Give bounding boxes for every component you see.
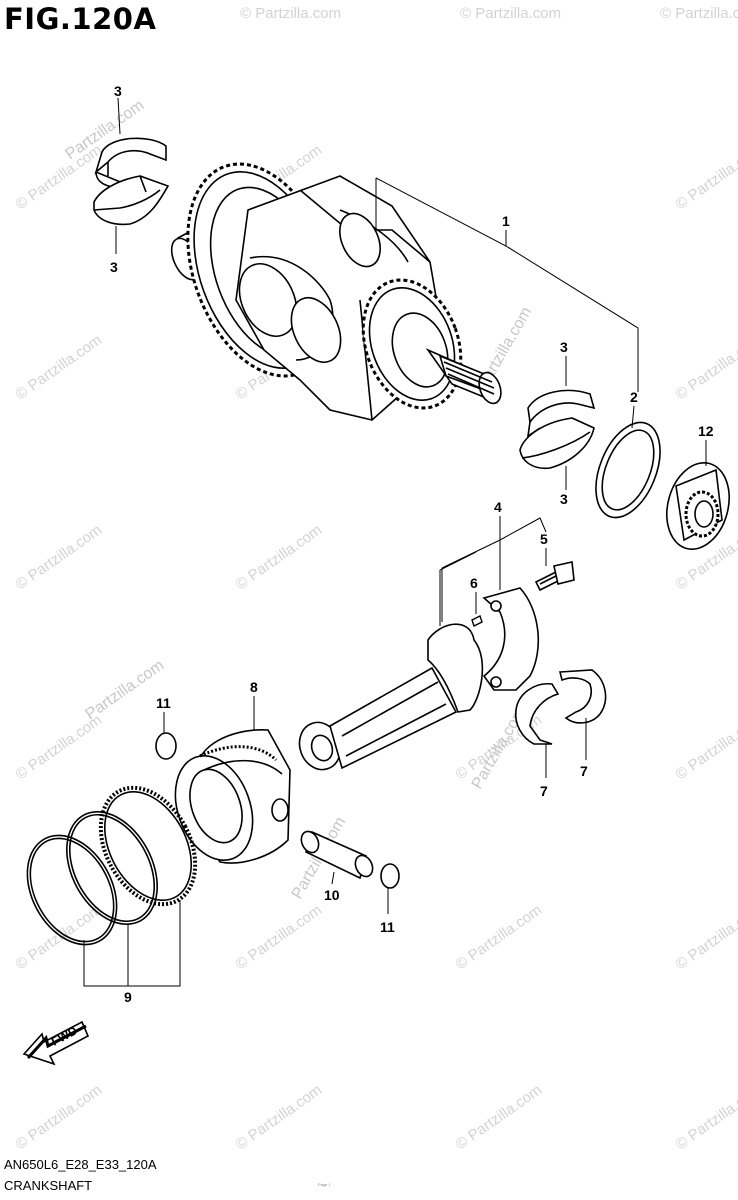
figure-name: CRANKSHAFT [4,1178,93,1193]
callout-5: 5 [540,531,548,547]
circlip-lower [380,863,400,889]
thrust-washer [595,421,661,519]
watermark: © Partzilla.com [13,901,106,973]
watermark: © Partzilla.com [240,5,341,22]
watermark: © Partzilla.com [660,5,738,22]
piston-pin [300,830,374,880]
watermark: © Partzilla.com [673,711,738,783]
connecting-rod [298,551,484,771]
watermark: © Partzilla.com [233,1081,326,1153]
circlip-upper [155,732,177,760]
fwd-arrow: FWD [22,1020,90,1066]
callout-6: 6 [470,575,478,591]
callout-2: 2 [630,389,638,405]
callout-12: 12 [698,423,714,439]
watermark: © Partzilla.com [673,141,738,213]
watermark: © Partzilla.com [453,1081,546,1153]
rod-bearing-left [514,683,560,745]
callout-1: 1 [502,213,510,229]
rod-bolt [534,561,575,592]
callout-9: 9 [124,989,132,1005]
piston-rings [26,785,198,946]
watermark: © Partzilla.com [673,1081,738,1153]
connecting-rod-cap [482,587,540,691]
splined-gear [666,461,730,551]
fine-print: Page 1 [318,1182,331,1187]
callout-3: 3 [114,83,122,99]
figure-code: AN650L6_E28_E33_120A [4,1157,157,1172]
callout-7: 7 [580,763,588,779]
callout-7: 7 [540,783,548,799]
callout-11: 11 [156,695,171,711]
piston [174,729,291,864]
callout-3: 3 [560,339,568,355]
watermark: © Partzilla.com [13,141,106,213]
watermark: © Partzilla.com [13,331,106,403]
watermark: © Partzilla.com [673,331,738,403]
crankshaft [170,162,502,421]
leader-lines [83,97,707,987]
callout-numbers: 3 3 1 3 2 12 3 4 5 6 8 11 7 7 10 11 9 [110,83,714,1005]
callout-3: 3 [560,491,568,507]
watermark: Partzilla.com [83,657,168,723]
rod-bearing-right [558,669,607,724]
callout-8: 8 [250,679,258,695]
watermark: © Partzilla.com [460,5,561,22]
crank-bearing-right-lower [519,417,595,470]
watermark: © Partzilla.com [13,521,106,593]
watermark-layer: © Partzilla.com © Partzilla.com © Partzi… [13,5,738,1153]
callout-11: 11 [380,919,395,935]
watermark: © Partzilla.com [233,521,326,593]
callout-3: 3 [110,259,118,275]
watermark: © Partzilla.com [673,901,738,973]
watermark: © Partzilla.com [13,1081,106,1153]
crank-bearing-lower [93,175,170,226]
figure-title: FIG.120A [4,2,157,36]
watermark: © Partzilla.com [233,901,326,973]
callout-4: 4 [494,499,502,515]
dowel-pin [471,615,483,627]
watermark: © Partzilla.com [453,901,546,973]
callout-10: 10 [324,887,340,903]
